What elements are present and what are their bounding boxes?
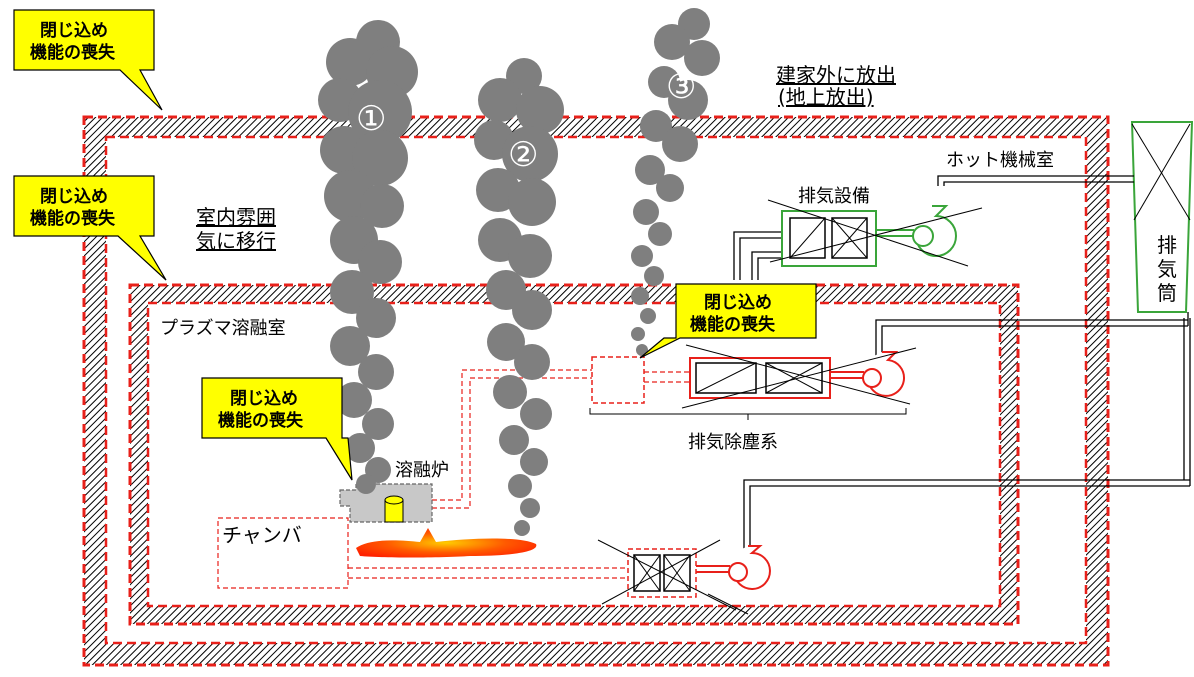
smoke-plume-3 <box>631 8 720 356</box>
callout-mid-left-line2: 機能の喪失 <box>30 208 116 229</box>
melting-furnace-label: 溶融炉 <box>395 460 449 481</box>
exhaust-equipment-label: 排気設備 <box>798 186 870 207</box>
callout-dust-line2: 機能の喪失 <box>690 314 776 335</box>
callout-top-left-line1: 閉じ込め <box>40 21 108 41</box>
smoke-plume-2 <box>474 58 564 536</box>
release-outside-label: 建家外に放出 <box>776 63 896 87</box>
fan-icon <box>830 351 905 397</box>
lower-exhaust-unit <box>597 539 771 615</box>
fan-icon <box>696 545 771 590</box>
callout-dust-line1: 閉じ込め <box>704 293 772 313</box>
callout-top-left: 閉じ込め 機能の喪失 <box>13 9 163 111</box>
release-outside-sub-label: (地上放出) <box>778 85 874 109</box>
exhaust-equipment: 排気設備 <box>767 186 983 267</box>
callout-dust: 閉じ込め 機能の喪失 <box>639 283 817 359</box>
plume-number-1: ① <box>356 99 386 139</box>
exhaust-dust-system-label: 排気除塵系 <box>688 432 778 453</box>
stack-label-2: 気 <box>1157 257 1177 281</box>
filter-icon <box>789 217 868 259</box>
indoor-transfer-label-1: 室内雰囲 <box>196 205 276 229</box>
indoor-transfer-label-2: 気に移行 <box>196 229 276 253</box>
molten-slag <box>356 528 537 558</box>
dust-removal-system: 排気除塵系 <box>589 344 917 453</box>
plasma-room-wall <box>128 283 1020 626</box>
callout-furnace-line1: 閉じ込め <box>230 389 298 409</box>
plume-number-3: ③ <box>666 67 696 107</box>
canister-icon <box>384 495 404 523</box>
stack-label-3: 筒 <box>1157 281 1177 305</box>
callout-furnace-line2: 機能の喪失 <box>218 410 304 431</box>
smoke-plume-1 <box>318 20 418 494</box>
callout-mid-left: 閉じ込め 機能の喪失 <box>13 175 167 281</box>
plasma-room-label: プラズマ溶融室 <box>160 318 286 339</box>
chamber-label: チャンバ <box>222 523 302 547</box>
building-wall <box>82 115 1110 667</box>
exhaust-stack: 排 気 筒 <box>1130 121 1194 313</box>
callout-top-left-line2: 機能の喪失 <box>30 42 116 63</box>
stack-label-1: 排 <box>1157 233 1177 257</box>
melting-furnace: 溶融炉 <box>339 460 449 523</box>
plume-number-2: ② <box>508 135 538 175</box>
callout-mid-left-line1: 閉じ込め <box>40 187 108 207</box>
hot-machine-room-label: ホット機械室 <box>946 150 1054 171</box>
exhaust-ducts <box>733 175 1191 555</box>
callout-furnace: 閉じ込め 機能の喪失 <box>201 377 353 481</box>
